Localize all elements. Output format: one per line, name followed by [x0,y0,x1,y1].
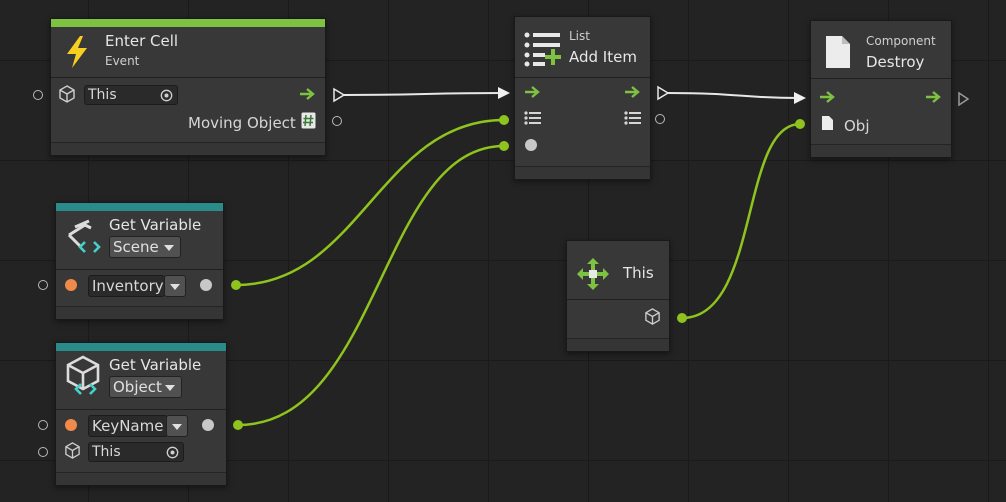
node-footer [811,144,951,157]
document-icon [826,36,850,68]
name-in-port[interactable] [38,280,48,290]
data-out-port[interactable] [332,116,342,126]
lightning-icon [67,36,87,68]
node-header [567,241,669,300]
self-target-icon [577,258,609,290]
exec-in-port[interactable] [33,90,43,100]
scope-dropdown[interactable]: Object [109,376,182,398]
node-subtitle: Event [105,54,140,68]
node-header [51,27,325,78]
exec-out-icon[interactable] [624,85,642,99]
target-value: This [88,87,117,103]
variable-name-field[interactable]: Inventory [88,275,165,297]
this-node[interactable]: This [566,240,670,352]
variable-name-dropdown[interactable] [166,415,188,437]
target-in-port[interactable] [38,447,48,457]
obj-label: Obj [844,117,870,135]
scope-value: Object [113,378,162,396]
target-value: This [92,444,121,460]
variable-name-value: Inventory [92,277,164,295]
output-label: Moving Object [188,114,296,132]
cube-icon [59,85,75,103]
chevron-down-icon [170,284,180,290]
list-icon [524,111,541,125]
wire-end [231,280,241,290]
target-picker-icon[interactable] [166,446,179,459]
list-add-icon [524,32,561,67]
node-footer [515,166,650,179]
wire-end [677,313,687,323]
list-icon [624,111,641,125]
exec-arrow-in-add [498,87,510,99]
target-field[interactable]: This [88,442,184,462]
scope-value: Scene [113,238,159,256]
scene-variable-icon [67,219,101,253]
chevron-down-icon [164,245,174,251]
node-footer [567,338,669,351]
list-out-port[interactable] [655,114,665,124]
wire-end [233,420,243,430]
value-out-port[interactable] [202,419,214,431]
exec-out-icon[interactable] [925,90,943,104]
component-destroy-node[interactable]: Component Destroy Obj [810,20,952,158]
node-footer [56,472,226,485]
name-port[interactable] [65,279,77,291]
name-port[interactable] [65,419,77,431]
object-variable-icon [66,355,100,395]
cube-icon [65,442,80,459]
exec-out-icon[interactable] [299,87,317,101]
value-port[interactable] [525,139,537,151]
variable-name-value: KeyName [92,417,164,435]
node-stripe [51,19,325,27]
target-field[interactable]: This [84,85,178,105]
node-title: Add Item [569,48,637,66]
exec-out-arrow [958,91,970,107]
node-title: Enter Cell [105,32,179,50]
node-title: Destroy [866,53,925,71]
exec-arrow-in-destroy [794,92,806,104]
node-title: Get Variable [109,216,202,234]
node-header [56,211,223,270]
get-variable-scene-node[interactable]: Get Variable Scene Inventory [55,202,224,320]
node-stripe [56,343,226,351]
exec-out-arrow [333,87,346,103]
exec-in-icon[interactable] [524,85,542,99]
exec-in-icon[interactable] [819,90,837,104]
wire-end [499,141,509,151]
exec-wire-add-to-destroy [667,92,801,99]
name-in-port[interactable] [38,420,48,430]
exec-out-arrow [657,85,670,101]
node-title: This [623,264,654,282]
wire-end [795,119,805,129]
data-wire-keyname [237,144,505,427]
value-out-port[interactable] [200,279,212,291]
list-add-item-node[interactable]: List Add Item [514,16,651,180]
scope-dropdown[interactable]: Scene [109,236,181,258]
data-wire-inventory [235,118,505,287]
chevron-down-icon [165,385,175,391]
node-header [515,17,650,78]
data-wire-this [681,122,801,320]
node-category: Component [866,34,936,48]
exec-wire-enter-to-add [343,92,505,96]
node-category: List [569,29,590,43]
node-header [811,21,951,79]
cube-icon [645,308,660,325]
variable-name-dropdown[interactable] [164,275,186,297]
variable-name-field[interactable]: KeyName [88,415,168,437]
target-picker-icon[interactable] [160,89,173,102]
document-small-icon [822,116,833,130]
node-footer [51,142,325,155]
node-stripe [56,203,223,211]
node-header [56,351,226,410]
chevron-down-icon [172,424,182,430]
enter-cell-node[interactable]: Enter Cell Event This Moving Object [50,18,326,156]
get-variable-object-node[interactable]: Get Variable Object KeyName This [55,342,227,486]
node-title: Get Variable [109,356,202,374]
hash-icon [301,112,316,129]
node-footer [56,306,223,319]
wire-end [499,115,509,125]
